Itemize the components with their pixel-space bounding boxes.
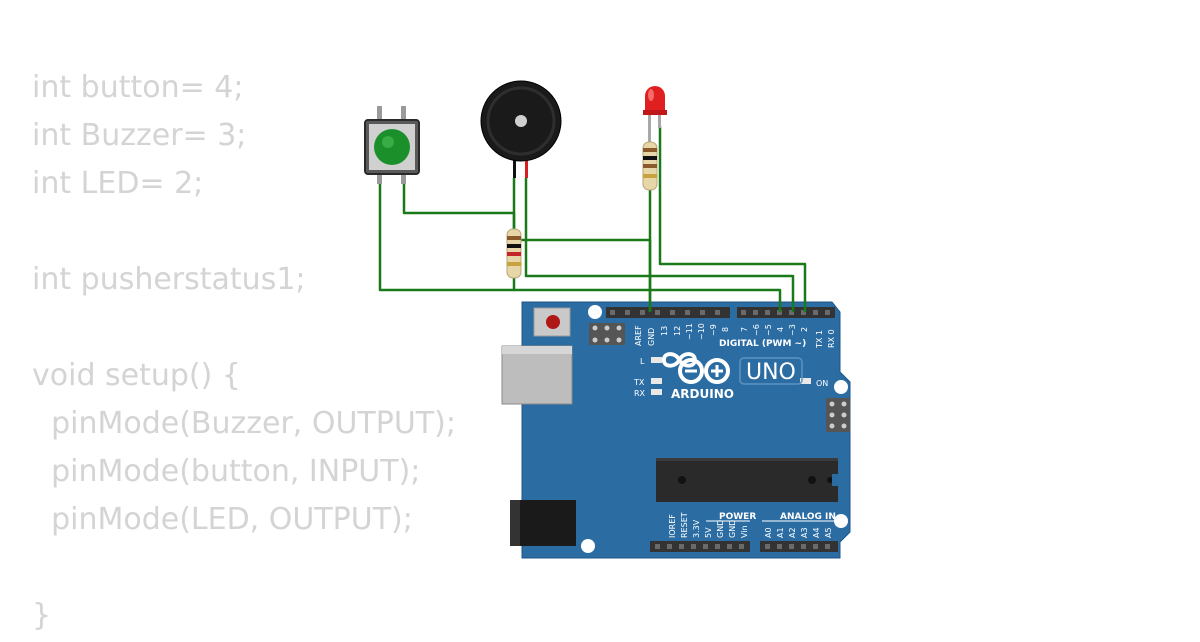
pin-label-6: ~6 (752, 324, 761, 336)
mounting-hole (581, 539, 595, 553)
pin-label-vin: Vin (740, 525, 749, 538)
code-line: pinMode(Buzzer, OUTPUT); (32, 406, 456, 441)
pin-label-9: ~9 (709, 324, 718, 336)
code-line: int Buzzer= 3; (32, 118, 247, 153)
pin-label-8: 8 (721, 327, 730, 332)
pin-label-12: 12 (673, 326, 682, 336)
pin-label-13: 13 (660, 326, 669, 336)
board-brand: ARDUINO (671, 387, 734, 401)
pin-label-10: ~10 (697, 323, 706, 340)
led-l (651, 357, 662, 363)
pin-label-a1: A1 (776, 527, 785, 538)
pin-label-2: 2 (800, 327, 809, 332)
code-line: } (32, 598, 52, 633)
code-line: int button= 4; (32, 70, 244, 105)
code-line: pinMode(LED, OUTPUT); (32, 502, 413, 537)
pin-label-11: ~11 (685, 323, 694, 340)
led-l-label: L (640, 357, 645, 366)
led-on-label: ON (816, 379, 828, 388)
header-top-left (606, 307, 730, 318)
button-cap[interactable] (374, 129, 410, 165)
pin-label-tx: TX 1 (815, 330, 824, 349)
pin-label-rx: RX 0 (827, 329, 836, 348)
header-power (650, 541, 750, 552)
uno-badge (739, 357, 803, 385)
pin-label-3v3: 3.3V (692, 519, 701, 538)
board-model: UNO (746, 360, 796, 385)
icsp-header (826, 398, 850, 432)
pin-label-7: 7 (740, 327, 749, 332)
pin-label-a2: A2 (788, 527, 797, 538)
led-on (800, 378, 811, 384)
header-digital (737, 307, 835, 318)
analog-in-label: ANALOG IN (780, 512, 836, 522)
wire-buzzer-to-pin3[interactable] (524, 178, 795, 312)
led-rx (651, 389, 662, 395)
pin-label-3: ~3 (788, 324, 797, 336)
wire-button-to-pin4[interactable] (378, 180, 782, 312)
power-label: POWER (719, 512, 756, 522)
mounting-hole (588, 305, 602, 319)
red-led[interactable] (643, 86, 667, 142)
pin-label-a4: A4 (812, 527, 821, 538)
led-tx (651, 378, 662, 384)
pin-label-aref: AREF (634, 325, 643, 346)
pin-label-ioref: IOREF (668, 514, 677, 538)
usb-connector (501, 345, 573, 405)
resistor-led (642, 141, 658, 191)
code-line: int LED= 2; (32, 166, 204, 201)
pin-label-a0: A0 (764, 527, 773, 538)
digital-pwm-label: DIGITAL (PWM ~) (719, 339, 806, 349)
led-rx-label: RX (634, 389, 646, 398)
arduino-uno-board[interactable]: AREF GND 13 12 ~11 ~10 ~9 8 7 ~6 ~5 4 ~3… (501, 301, 851, 559)
microcontroller-chip (656, 458, 838, 502)
code-line: int pusherstatus1; (32, 262, 306, 297)
icsp-header (589, 323, 625, 345)
led-tx-label: TX (633, 378, 645, 387)
wire-button-to-resistor[interactable] (402, 180, 516, 229)
code-line: pinMode(button, INPUT); (32, 454, 421, 489)
buzzer-hole-icon (515, 115, 527, 127)
mounting-hole (834, 380, 848, 394)
pin-label-a5: A5 (824, 527, 833, 538)
pin-label-5: ~5 (764, 324, 773, 336)
reset-button-cap (546, 315, 560, 329)
pin-label-gnd: GND (647, 328, 656, 346)
pin-label-4: 4 (776, 327, 785, 332)
pin-label-gnd: GND (716, 520, 725, 538)
header-analog (760, 541, 838, 552)
resistor-button (506, 228, 522, 279)
pin-label-5v: 5V (704, 527, 713, 538)
push-button[interactable] (364, 106, 420, 184)
code-line: void setup() { (32, 358, 241, 393)
code-listing: int button= 4; int Buzzer= 3; int LED= 2… (32, 66, 456, 642)
pin-label-reset: RESET (680, 512, 689, 538)
wire-led-to-pin2[interactable] (658, 126, 807, 312)
mounting-hole (834, 514, 848, 528)
pin-label-gnd: GND (728, 520, 737, 538)
piezo-buzzer[interactable] (480, 80, 562, 178)
wire-buzzer-to-gnd[interactable] (512, 178, 652, 312)
dc-power-jack (510, 500, 576, 546)
pin-label-a3: A3 (800, 527, 809, 538)
